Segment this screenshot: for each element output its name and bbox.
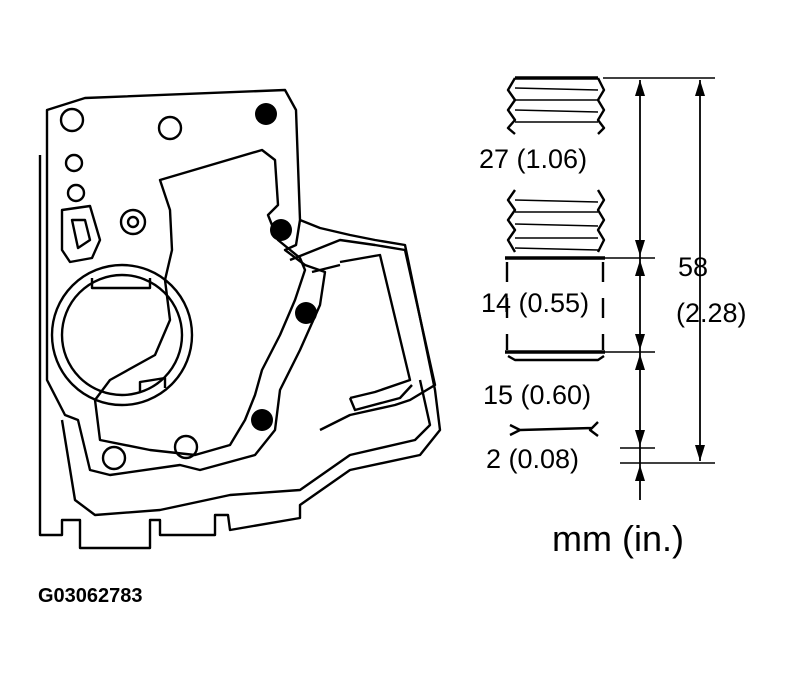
extension-lines — [603, 77, 715, 464]
bore-notch-bottom — [138, 376, 167, 392]
marked-bolt-hole — [270, 219, 292, 241]
figure-code: G03062783 — [38, 585, 143, 607]
housing-drawing — [38, 88, 442, 550]
bore-inner-ring — [60, 273, 184, 397]
open-hole — [59, 107, 85, 133]
dowel-ring-outer — [119, 208, 147, 236]
dim-label-total-in: (2.28) — [676, 298, 747, 328]
housing-flange-inner — [339, 253, 412, 400]
open-hole — [157, 115, 183, 141]
arrowhead — [635, 80, 645, 96]
open-hole — [173, 434, 199, 460]
open-hole — [66, 183, 86, 203]
dim-label-14: 14 (0.55) — [481, 288, 589, 318]
arrowhead — [635, 430, 645, 446]
tip-thread — [509, 421, 599, 437]
dowel-ring-inner — [126, 215, 140, 229]
housing-flange-step — [311, 263, 413, 412]
arrowhead — [635, 240, 645, 256]
marked-bolt-hole — [251, 409, 273, 431]
bore-outer-ring — [50, 263, 194, 407]
lower-thread-right — [596, 189, 606, 253]
shank-bottom-thread — [507, 354, 605, 362]
gasket-left-notch — [70, 218, 92, 250]
gasket-outline — [45, 88, 327, 477]
dim-label-15: 15 (0.60) — [483, 380, 591, 410]
arrowhead — [635, 260, 645, 276]
open-hole — [64, 153, 84, 173]
top-thread-left — [506, 77, 517, 135]
marked-bolt-hole — [255, 103, 277, 125]
arrowhead — [635, 334, 645, 350]
bore-notch-top — [90, 278, 152, 290]
housing-right-flange — [289, 238, 437, 432]
housing-back-outline — [38, 155, 442, 550]
top-thread-crests — [514, 87, 599, 123]
arrowhead — [695, 445, 705, 461]
lower-thread-left — [506, 189, 517, 253]
open-hole — [101, 445, 127, 471]
marked-bolt-holes — [251, 103, 317, 431]
gasket-left-pocket — [60, 204, 102, 264]
housing-lower-plate — [60, 379, 432, 517]
gasket-inner-ridge — [93, 148, 307, 457]
arrowhead — [635, 465, 645, 481]
units-label: mm (in.) — [552, 518, 684, 559]
dim-label-27: 27 (1.06) — [479, 144, 587, 174]
dimension-arrowheads — [635, 80, 705, 481]
stud-diagram — [505, 76, 715, 500]
dim-label-2: 2 (0.08) — [486, 444, 579, 474]
arrowhead — [695, 80, 705, 96]
arrowhead — [635, 354, 645, 370]
lower-thread-crests — [514, 199, 599, 251]
marked-bolt-hole — [295, 302, 317, 324]
top-thread-right — [596, 77, 606, 135]
dim-label-total-mm: 58 — [678, 252, 708, 282]
